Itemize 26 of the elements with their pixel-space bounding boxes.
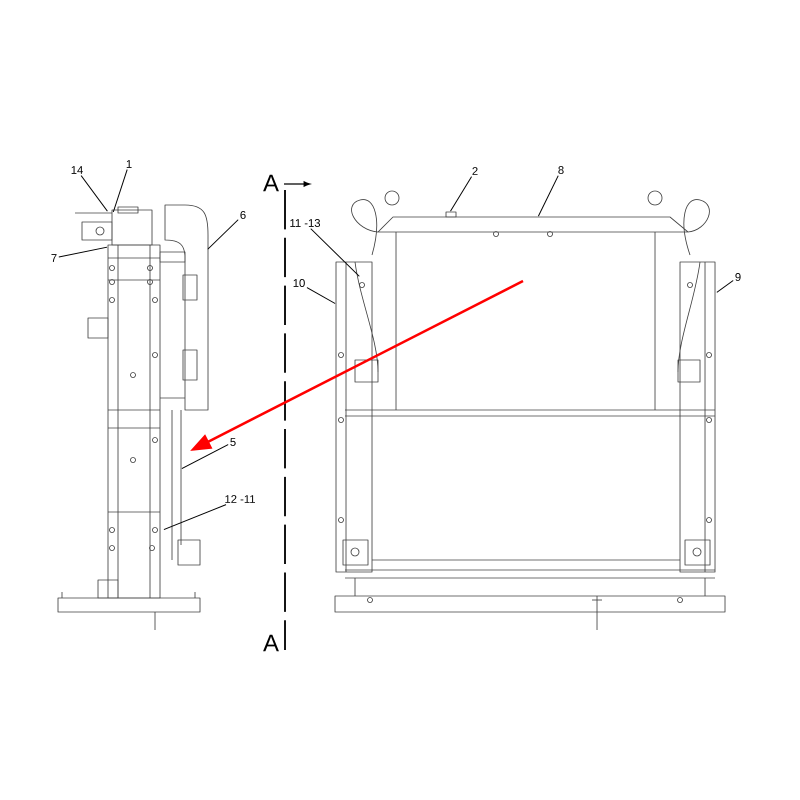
side-view-drawing [58,204,208,630]
callout-number: 11 -13 [290,219,320,227]
callout-number: 14 [72,166,83,174]
callout-number: 9 [735,273,741,281]
leader-line [112,169,128,212]
leader-line [538,175,559,217]
leader-line [58,246,108,258]
section-letter: A [263,634,279,652]
callout-number: 5 [230,438,236,446]
front-view-drawing [334,190,726,630]
section-letter: A [263,174,279,192]
leader-line [181,444,229,469]
leader-line [310,228,360,277]
leader-line [306,287,336,304]
callout-number: 8 [558,166,564,174]
leader-line [716,280,734,293]
callout-number: 2 [472,167,478,175]
leader-line [80,175,108,212]
callout-number: 1 [126,160,132,168]
callout-number: 7 [51,254,57,262]
callout-number: 12 -11 [225,495,255,503]
leader-line [163,504,227,530]
callout-number: 10 [294,279,305,287]
leader-line [450,176,472,212]
callout-number: 6 [240,211,246,219]
leader-line [207,219,239,250]
